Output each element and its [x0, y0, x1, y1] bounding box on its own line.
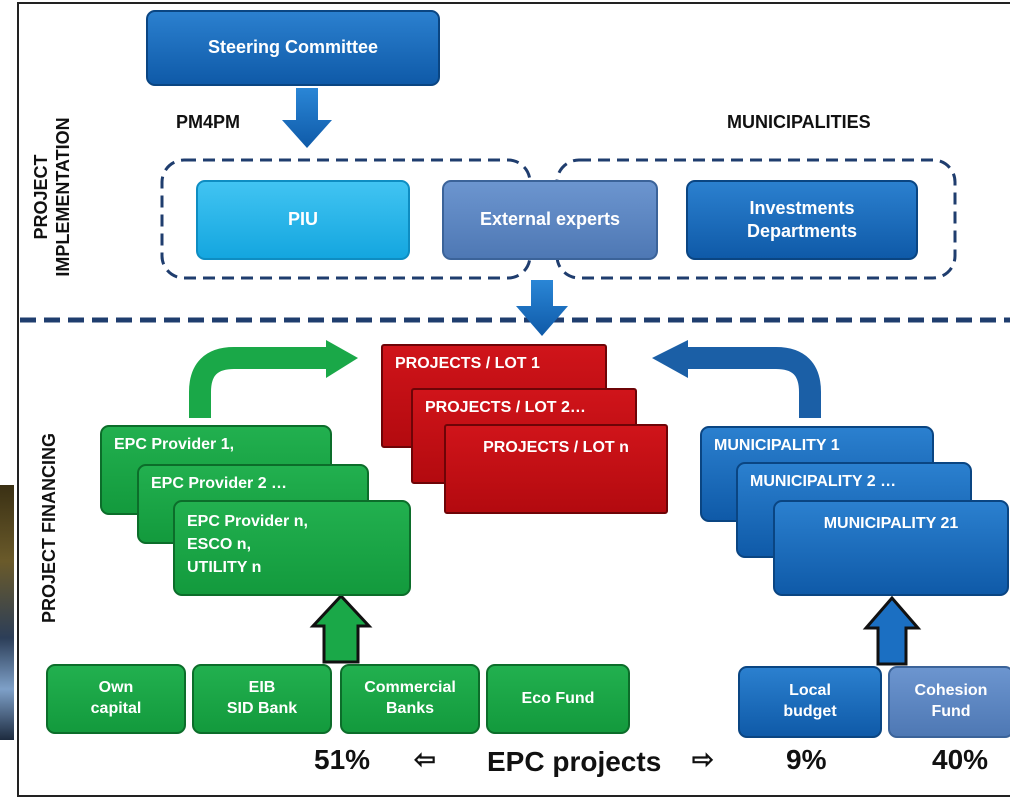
green-curved-arrow — [189, 347, 330, 418]
eco-fund-box: Eco Fund — [486, 664, 630, 734]
diagram-frame — [17, 2, 1010, 797]
external-experts-box: External experts — [442, 180, 658, 260]
arrow-right-glyph: ⇨ — [692, 744, 714, 774]
epc-provider-n-box: EPC Provider n,ESCO n,UTILITY n — [173, 500, 411, 596]
steering-committee-label: Steering Committee — [207, 37, 379, 58]
pct-epc-providers: 51% — [314, 744, 371, 775]
blue-curved-arrow — [684, 347, 821, 418]
arrow-left-glyph: ⇦ — [414, 744, 436, 774]
arrow-steering-down — [282, 88, 332, 148]
pct-local-budget: 9% — [786, 744, 827, 775]
pct-cohesion-fund: 40% — [932, 744, 989, 775]
municipalities-label: MUNICIPALITIES — [727, 112, 871, 132]
epc-projects-label: EPC projects — [487, 746, 662, 777]
piu-box: PIU — [196, 180, 410, 260]
projects-lot-n-box: PROJECTS / LOT n — [444, 424, 668, 514]
pm4pm-group-outline — [160, 158, 532, 280]
blue-up-arrow — [862, 595, 922, 666]
steering-committee-box: Steering Committee — [146, 10, 440, 86]
section-label-implementation: PROJECT IMPLEMENTATION — [31, 117, 73, 277]
arrow-implementation-down — [516, 280, 568, 336]
pm4pm-label: PM4PM — [176, 112, 241, 132]
left-edge-image-strip — [0, 485, 14, 740]
municipality-21-box: MUNICIPALITY 21 — [773, 500, 1009, 596]
section-label-financing: PROJECT FINANCING — [39, 433, 59, 624]
green-up-arrow — [309, 593, 373, 664]
